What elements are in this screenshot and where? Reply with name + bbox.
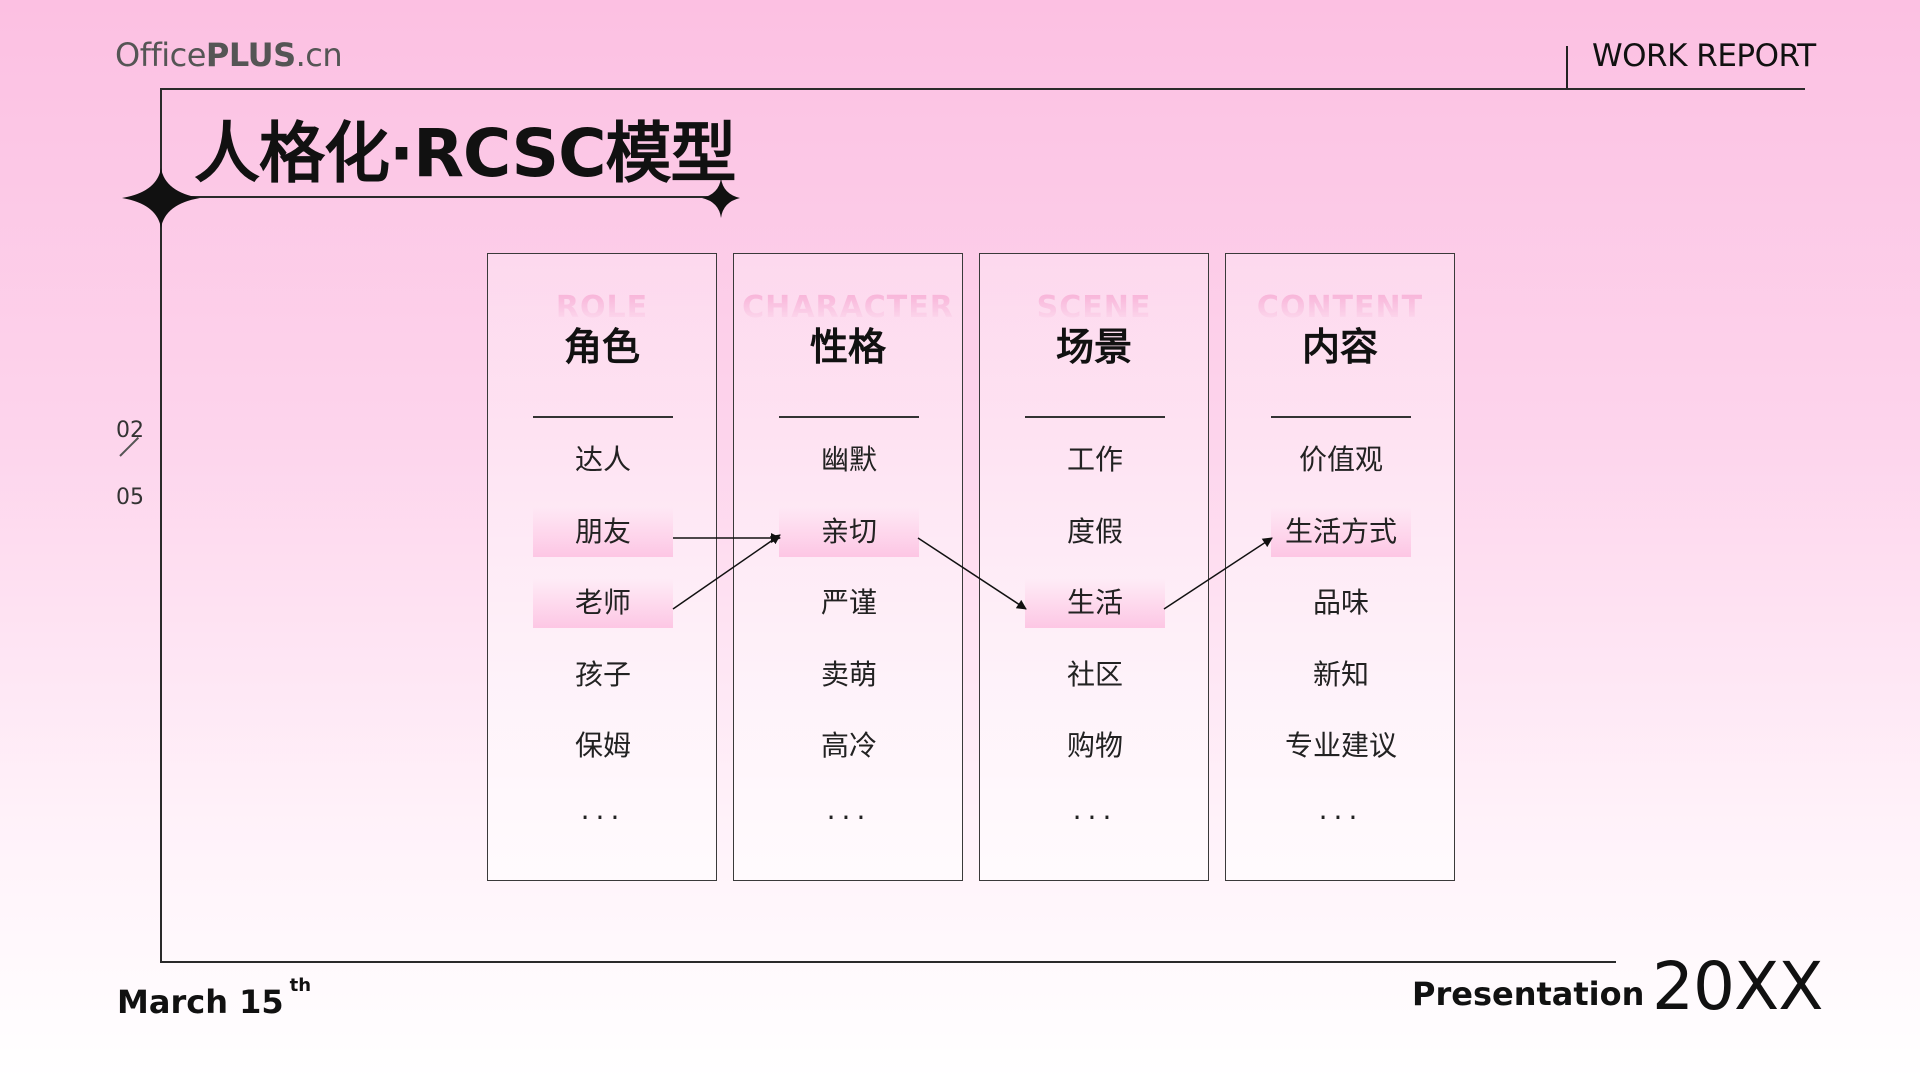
page-title: 人格化·RCSC模型 xyxy=(194,115,737,192)
column-items: 价值观 生活方式 品味 新知 专业建议 ··· xyxy=(1271,435,1411,864)
column-en-label: SCENE xyxy=(1036,290,1152,319)
footer-date-suffix: th xyxy=(289,975,312,996)
list-item: 高冷 xyxy=(820,729,877,762)
list-item: 社区 xyxy=(1066,657,1123,691)
column-zh-label: 角色 xyxy=(563,325,640,369)
column-zh-label: 场景 xyxy=(1055,325,1132,369)
list-item-highlighted: 生活 xyxy=(1025,578,1165,628)
list-item: 品味 xyxy=(1312,586,1369,619)
column-items: 幽默 亲切 严谨 卖萌 高冷 ··· xyxy=(779,435,919,864)
list-item: 达人 xyxy=(574,443,631,476)
list-item-highlighted: 亲切 xyxy=(779,506,919,557)
list-item: 新知 xyxy=(1312,657,1369,691)
list-item: 度假 xyxy=(1066,514,1123,548)
brand-logo: OfficePLUS.cn xyxy=(115,36,343,74)
column-divider xyxy=(1271,416,1411,418)
list-item-ellipsis: ··· xyxy=(826,800,872,834)
column-zh-label: 性格 xyxy=(809,325,886,369)
column-scene: SCENE 场景 工作 度假 生活 社区 购物 ··· xyxy=(979,253,1209,881)
frame-top-line xyxy=(160,88,1805,90)
page-total: 05 xyxy=(116,485,144,510)
list-item-highlighted: 生活方式 xyxy=(1271,506,1411,557)
list-item: 购物 xyxy=(1066,729,1123,762)
list-item: 严谨 xyxy=(820,586,877,619)
column-content: CONTENT 内容 价值观 生活方式 品味 新知 专业建议 ··· xyxy=(1225,253,1455,881)
column-items: 达人 朋友 老师 孩子 保姆 ··· xyxy=(533,435,673,864)
page-current: 02 xyxy=(116,418,144,443)
list-item: 卖萌 xyxy=(820,657,877,691)
frame-left-line xyxy=(160,88,162,962)
footer-date-text: March 15 xyxy=(117,983,284,1021)
list-item: 保姆 xyxy=(574,729,631,762)
connector-arrow xyxy=(1163,537,1273,610)
list-item: 价值观 xyxy=(1298,443,1383,476)
list-item-highlighted: 朋友 xyxy=(533,506,673,557)
list-item-ellipsis: ··· xyxy=(580,800,626,834)
brand-logo-suffix: .cn xyxy=(295,36,343,74)
column-en-label: ROLE xyxy=(555,290,649,319)
list-item: 专业建议 xyxy=(1284,729,1397,762)
column-character: CHARACTER 性格 幽默 亲切 严谨 卖萌 高冷 ··· xyxy=(733,253,963,881)
sparkle-star-icon xyxy=(122,168,200,228)
column-en-label: CONTENT xyxy=(1256,290,1424,319)
connector-arrow xyxy=(917,537,1027,610)
list-item: 工作 xyxy=(1066,443,1123,476)
title-underline xyxy=(160,196,720,198)
list-item: 孩子 xyxy=(574,657,631,691)
column-role: ROLE 角色 达人 朋友 老师 孩子 保姆 ··· xyxy=(487,253,717,881)
sparkle-star-small-icon xyxy=(702,178,740,218)
column-divider xyxy=(779,416,919,418)
column-zh-label: 内容 xyxy=(1301,325,1378,369)
footer-year: 20XX xyxy=(1652,948,1823,1025)
list-item-ellipsis: ··· xyxy=(1318,800,1364,834)
column-divider xyxy=(533,416,673,418)
brand-logo-bold: PLUS xyxy=(205,36,296,74)
list-item-highlighted: 老师 xyxy=(533,578,673,628)
frame-bottom-line xyxy=(160,961,1616,963)
report-separator xyxy=(1566,46,1568,90)
column-items: 工作 度假 生活 社区 购物 ··· xyxy=(1025,435,1165,864)
list-item: 幽默 xyxy=(820,443,877,476)
list-item-ellipsis: ··· xyxy=(1072,800,1118,834)
footer-presentation: Presentation xyxy=(1412,975,1645,1013)
work-report-label: WORK REPORT xyxy=(1592,38,1816,74)
brand-logo-light: Office xyxy=(115,36,206,74)
connector-arrow xyxy=(672,534,781,610)
column-en-label: CHARACTER xyxy=(742,290,954,319)
column-divider xyxy=(1025,416,1165,418)
